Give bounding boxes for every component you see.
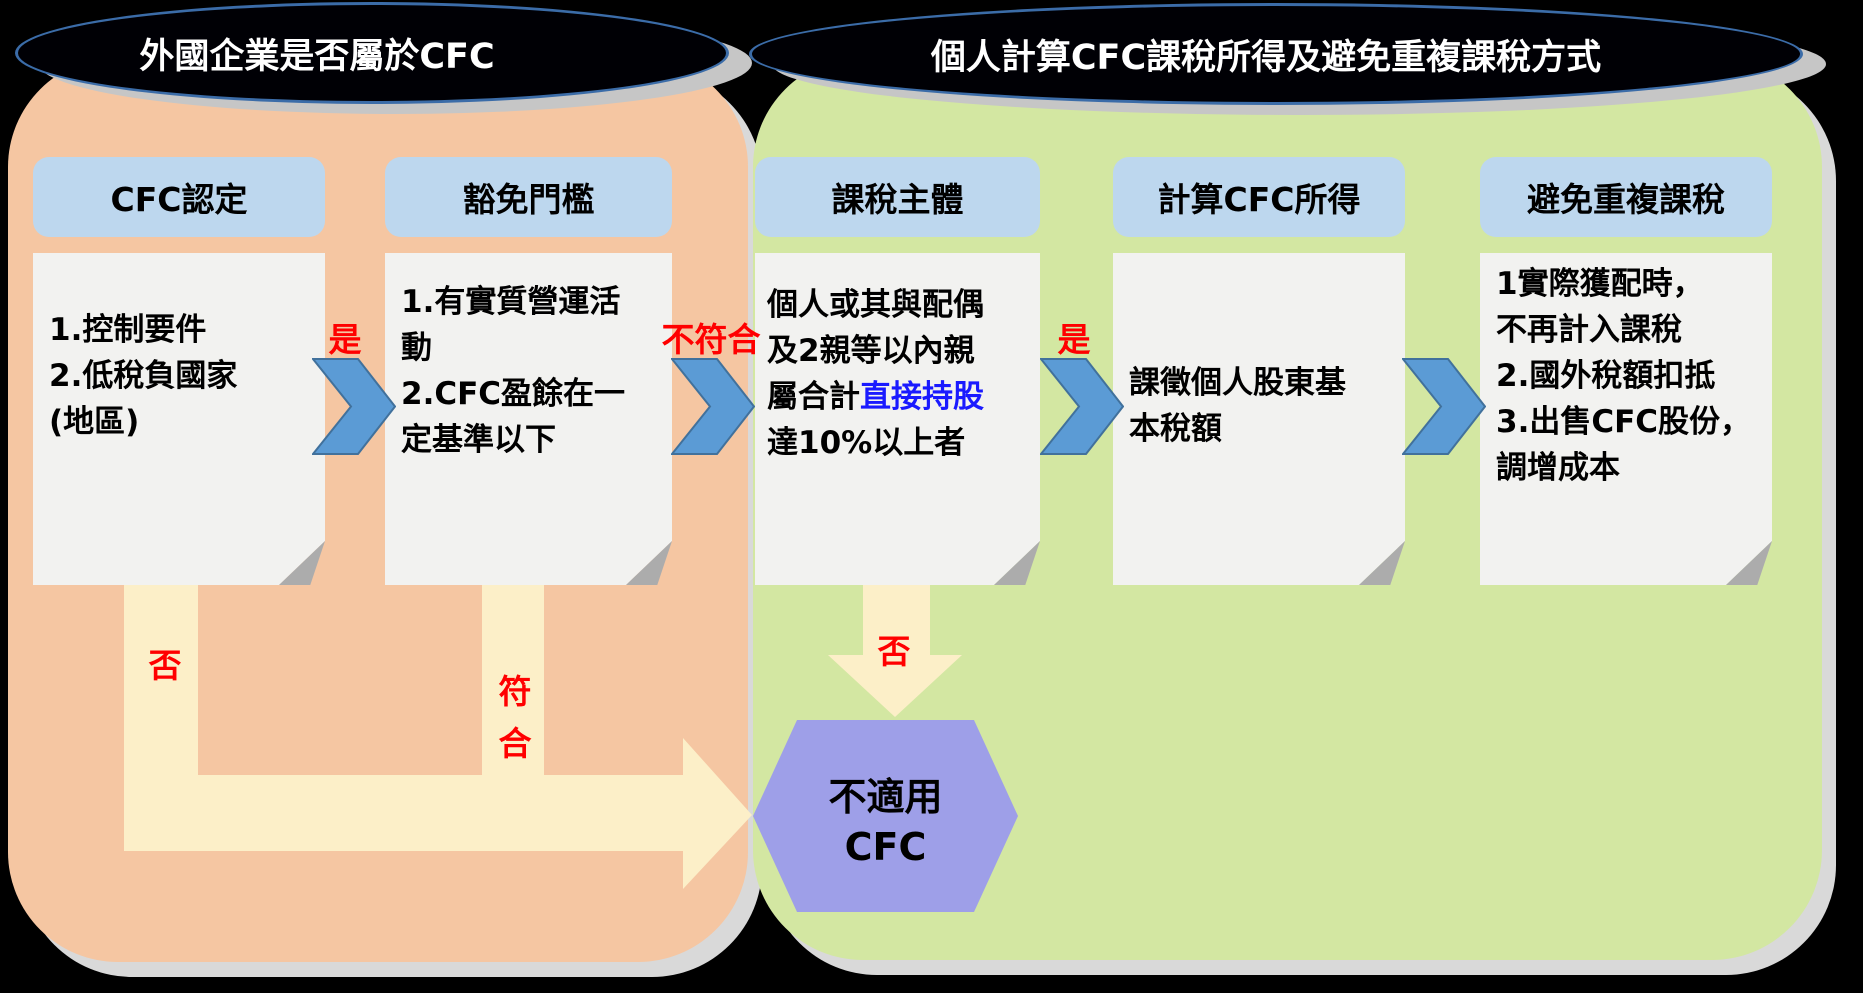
column-header-cfc-determination: CFC認定 bbox=[33, 157, 325, 237]
right-title: 個人計算CFC課稅所得及避免重複課稅方式 bbox=[930, 37, 1602, 78]
column-header-exemption-threshold: 豁免門檻 bbox=[385, 157, 672, 237]
branch-label-not-meet: 不符合 bbox=[661, 320, 761, 359]
column-header-label: CFC認定 bbox=[110, 180, 248, 219]
column-header-avoid-double-taxation: 避免重複課稅 bbox=[1480, 157, 1772, 237]
chevron-right-icon bbox=[1402, 358, 1486, 455]
left-title: 外國企業是否屬於CFC bbox=[139, 36, 495, 77]
right-title-ellipse: 個人計算CFC課稅所得及避免重複課稅方式 bbox=[749, 3, 1803, 105]
tax-subject-line4: 達10%以上者 bbox=[767, 425, 966, 461]
no-match-merge-arrow-icon bbox=[124, 585, 752, 889]
chevron-right-icon bbox=[312, 358, 396, 455]
left-title-ellipse: 外國企業是否屬於CFC bbox=[15, 2, 729, 104]
result-line2: CFC bbox=[844, 825, 927, 869]
column-header-tax-subject: 課稅主體 bbox=[755, 157, 1040, 237]
column-header-label: 避免重複課稅 bbox=[1527, 180, 1725, 219]
branch-label-yes-1: 是 bbox=[328, 320, 362, 359]
result-hexagon bbox=[753, 720, 1018, 912]
content-box-exemption-threshold: 1.有實質營運活 動 2.CFC盈餘在一 定基準以下 bbox=[385, 253, 672, 585]
result-line1: 不適用 bbox=[828, 775, 943, 819]
branch-label-yes-2: 是 bbox=[1057, 320, 1091, 359]
tax-subject-line2: 及2親等以內親 bbox=[767, 333, 975, 369]
column-header-label: 豁免門檻 bbox=[462, 180, 595, 219]
content-box-avoid-double-taxation: 1實際獲配時， 不再計入課稅 2.國外稅額扣抵 3.出售CFC股份， 調增成本 bbox=[1480, 253, 1772, 585]
no-down-arrow-icon bbox=[828, 585, 962, 717]
tax-subject-line3-prefix: 屬合計 bbox=[767, 379, 860, 415]
branch-label-no-center: 否 bbox=[877, 632, 911, 671]
result-hexagon-text: 不適用 CFC bbox=[753, 720, 1018, 912]
tax-subject-line3: 屬合計直接持股 bbox=[767, 374, 1034, 420]
branch-label-meet: 符合 bbox=[498, 672, 532, 763]
direct-shareholding-highlight: 直接持股 bbox=[860, 379, 984, 415]
column-header-calculate-cfc-income: 計算CFC所得 bbox=[1113, 157, 1405, 237]
chevron-right-icon bbox=[671, 358, 755, 455]
chevron-right-icon bbox=[1040, 358, 1124, 455]
content-box-tax-subject: 個人或其與配偶 及2親等以內親 屬合計直接持股 達10%以上者 bbox=[755, 253, 1040, 585]
branch-label-no-left: 否 bbox=[148, 646, 182, 685]
content-box-cfc-determination: 1.控制要件 2.低稅負國家 (地區) bbox=[33, 253, 325, 585]
content-box-calculate-cfc-income: 課徵個人股東基 本稅額 bbox=[1113, 253, 1405, 585]
column-header-label: 課稅主體 bbox=[831, 180, 964, 219]
tax-subject-line1: 個人或其與配偶 bbox=[767, 287, 984, 323]
column-header-label: 計算CFC所得 bbox=[1157, 180, 1361, 219]
